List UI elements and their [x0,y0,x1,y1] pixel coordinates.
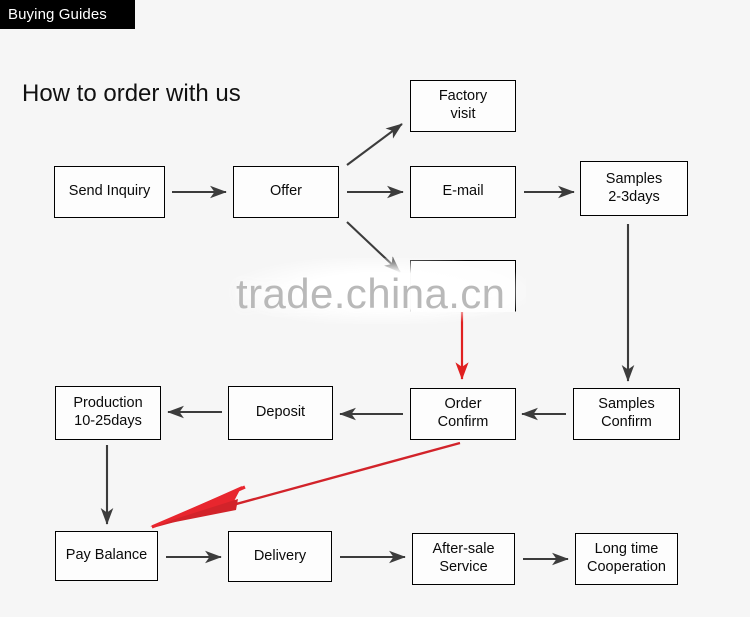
flow-node-label-line: Long time [594,541,659,558]
flow-node-label-line: Service [439,559,488,575]
flow-node-label-line: E-mail [442,183,484,200]
flow-node-label-line: Samples [605,170,663,187]
edge-order-confirm-to-pay-balance-red [150,441,461,529]
flow-node-label: Delivery [254,548,306,566]
flow-node-label-line: Cooperation [587,559,666,575]
flow-node-label-line: Confirm [601,414,652,430]
flow-node-label-line: Factory [438,88,488,105]
flow-node-label: Offer [270,183,302,201]
flow-node-label-line: After-sale [432,541,495,558]
flow-node-label-line: Production [73,395,143,412]
flow-node-label-line: 2-3days [608,188,660,205]
flow-node-label-line: Pay Balance [65,547,148,564]
flow-node-send-inquiry: Send Inquiry [54,166,165,218]
banner-label: Buying Guides [8,6,107,23]
flow-node-label: Pay Balance [66,547,147,565]
flow-node-label-line: Offer [270,183,302,200]
flow-node-label-line: Confirm [437,414,489,430]
flow-node-label: E-mail [442,183,483,201]
flow-node-label-line: visit [450,106,476,122]
page-title: How to order with us [22,80,241,107]
flow-node-pay-balance: Pay Balance [55,531,158,581]
flow-node-label-line: Order [444,396,482,413]
flow-node-label: Send Inquiry [69,183,150,201]
flow-node-label: Deposit [256,404,305,422]
edge-offer-to-factory-visit [346,123,403,166]
flow-node-label-line: 10-25days [74,413,142,429]
flow-node-deposit: Deposit [228,386,333,440]
flow-node-delivery: Delivery [228,531,332,582]
flow-node-e-mail: E-mail [410,166,516,218]
watermark-backdrop [236,258,526,324]
watermark-text: trade.china.cn [236,270,506,317]
flow-node-offer: Offer [233,166,339,218]
flow-node-label-line: Send Inquiry [68,183,151,200]
buying-guides-banner: Buying Guides [0,0,135,29]
flow-node-label-line: Delivery [253,547,307,564]
flow-node-label-line: Deposit [255,404,306,421]
flow-node-label-line: Samples [598,396,655,413]
